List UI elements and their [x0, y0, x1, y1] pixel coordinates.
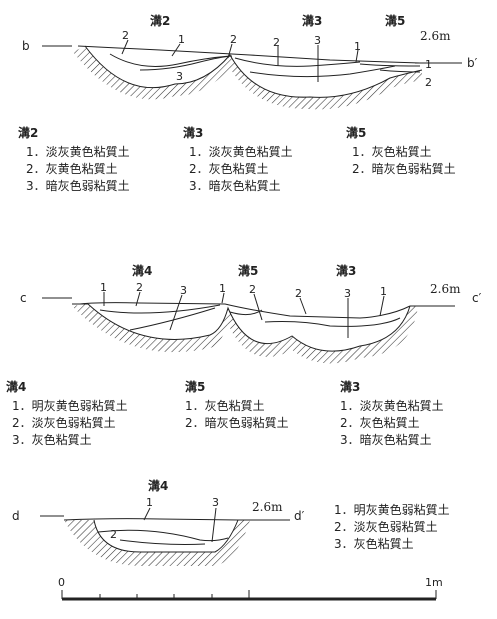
- legend-d: 1．明灰黄色弱粘質土 2．淡灰色弱粘質土 3．灰色粘質土: [334, 502, 450, 553]
- section-c-end-left: c: [20, 291, 27, 305]
- section-d-surface: [63, 518, 239, 521]
- legend-item: 1．淡灰黄色粘質土: [189, 145, 293, 159]
- section-b-layer-num: 1: [178, 33, 185, 46]
- legend-b-ditch5: 溝5 1．灰色粘質土 2．暗灰色弱粘質土: [346, 124, 456, 178]
- legend-item: 3．暗灰色粘質土: [340, 433, 432, 447]
- section-b-profile: [42, 39, 462, 110]
- legend-title: 溝4: [6, 380, 27, 394]
- section-c-ditch-label-4: 溝4: [132, 264, 153, 278]
- legend-b-ditch2: 溝2 1．淡灰黄色粘質土 2．灰黄色粘質土 3．暗灰色弱粘質土: [18, 124, 130, 195]
- section-c-end-right: c′: [472, 291, 482, 305]
- section-d-bottom: [93, 519, 239, 553]
- section-c-elevation: 2.6m: [430, 282, 461, 296]
- section-c-layer-num: 1: [100, 281, 107, 294]
- section-d-end-right: d′: [294, 509, 305, 523]
- legend-item: 2．灰黄色粘質土: [26, 162, 118, 176]
- legend-item: 2．灰色粘質土: [340, 416, 420, 430]
- section-c-layer-num: 2: [136, 281, 143, 294]
- section-c-surface: [79, 302, 411, 319]
- section-b-layer-num: 2: [230, 33, 237, 46]
- section-b-layer-num: 3: [176, 70, 183, 83]
- legend-title: 溝2: [18, 126, 39, 140]
- section-b-layer-num: 2: [273, 36, 280, 49]
- legend-item: 2．灰色粘質土: [189, 162, 269, 176]
- legend-c-ditch3: 溝3 1．淡灰黄色粘質土 2．灰色粘質土 3．暗灰色粘質土: [340, 378, 444, 449]
- section-c-profile: [42, 291, 455, 364]
- section-b-surface: [77, 45, 421, 64]
- section-b-layer-num: 1: [354, 40, 361, 53]
- section-d-layer-num: 2: [110, 528, 117, 541]
- section-c-layer-num: 1: [219, 282, 226, 295]
- section-c-layer-num: 3: [344, 287, 351, 300]
- legend-item: 3．灰色粘質土: [12, 433, 92, 447]
- section-b-layer-num: 2: [425, 76, 432, 89]
- section-c-layer-num: 2: [295, 287, 302, 300]
- section-b-layer-num: 1: [425, 58, 432, 71]
- section-c-layer-num: 1: [380, 285, 387, 298]
- section-d-ground: [64, 520, 250, 566]
- legend-item: 2．暗灰色弱粘質土: [185, 416, 289, 430]
- section-d-layer-num: 3: [212, 496, 219, 509]
- section-b-ditch-label-5: 溝5: [385, 14, 406, 28]
- legend-item: 3．灰色粘質土: [334, 537, 414, 551]
- section-c-ditch-label-5: 溝5: [238, 264, 259, 278]
- legend-item: 3．暗灰色弱粘質土: [26, 179, 130, 193]
- section-d-elevation: 2.6m: [252, 500, 283, 514]
- legend-item: 1．明灰黄色弱粘質土: [12, 399, 128, 413]
- section-b-ditch-label-3: 溝3: [302, 14, 323, 28]
- legend-item: 1．淡灰黄色粘質土: [26, 145, 130, 159]
- section-b-layer-num: 3: [314, 34, 321, 47]
- legend-item: 2．淡灰色弱粘質土: [12, 416, 116, 430]
- section-b-elevation: 2.6m: [420, 29, 451, 43]
- section-c-layer-num: 3: [180, 284, 187, 297]
- legend-item: 1．灰色粘質土: [185, 399, 265, 413]
- legend-b-ditch3: 溝3 1．淡灰黄色粘質土 2．灰色粘質土 3．暗灰色粘質土: [183, 124, 293, 195]
- legend-item: 1．明灰黄色弱粘質土: [334, 503, 450, 517]
- section-c-bottom: [87, 303, 411, 352]
- section-d-layer-num: 1: [146, 496, 153, 509]
- legend-c-ditch4: 溝4 1．明灰黄色弱粘質土 2．淡灰色弱粘質土 3．灰色粘質土: [6, 378, 128, 449]
- legend-item: 2．暗灰色弱粘質土: [352, 162, 456, 176]
- section-d-profile: [40, 507, 290, 566]
- legend-item: 1．淡灰黄色粘質土: [340, 399, 444, 413]
- legend-c-ditch5: 溝5 1．灰色粘質土 2．暗灰色弱粘質土: [185, 378, 289, 432]
- legend-title: 溝3: [183, 126, 204, 140]
- section-d-ditch-label-4: 溝4: [148, 479, 169, 493]
- legend-item: 3．暗灰色粘質土: [189, 179, 281, 193]
- legend-item: 1．灰色粘質土: [352, 145, 432, 159]
- legend-title: 溝5: [185, 380, 206, 394]
- section-c-ditch-label-3: 溝3: [336, 264, 357, 278]
- legend-title: 溝3: [340, 380, 361, 394]
- scale-start-label: 0: [58, 576, 65, 589]
- section-b-ditch-label-2: 溝2: [150, 14, 171, 28]
- section-c-ground: [72, 304, 418, 364]
- legend-title: 溝5: [346, 126, 367, 140]
- section-b-layer-num: 2: [122, 29, 129, 42]
- section-b-end-right: b′: [467, 56, 478, 70]
- legend-item: 2．淡灰色弱粘質土: [334, 520, 438, 534]
- scale-end-label: 1m: [425, 576, 443, 589]
- section-b-bottom: [84, 45, 423, 98]
- section-c-layer-num: 2: [249, 283, 256, 296]
- scale-bar: [61, 590, 437, 601]
- section-d-end-left: d: [12, 509, 20, 523]
- section-b-end-left: b: [22, 39, 30, 53]
